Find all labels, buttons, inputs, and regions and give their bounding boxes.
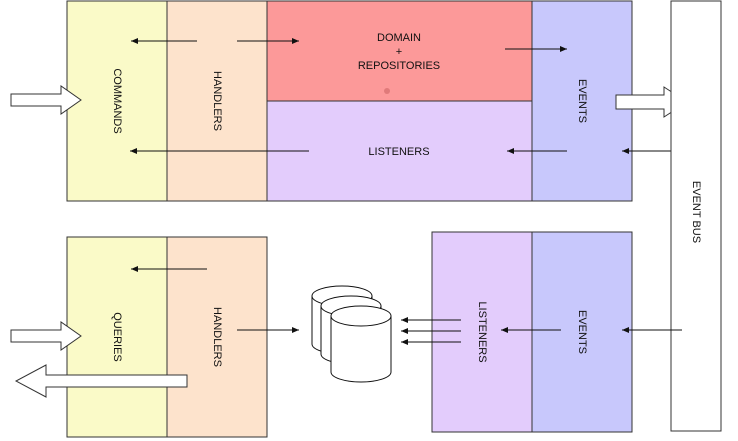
command-events-box <box>531 0 633 202</box>
query-handlers-label: HANDLERS <box>211 307 223 367</box>
repositories-label: REPOSITORIES <box>358 60 440 72</box>
command-input-arrow-icon <box>10 85 82 115</box>
database-cylinder-front <box>330 305 392 383</box>
query-events-box <box>531 231 633 433</box>
command-listeners-box <box>266 100 533 202</box>
query-handlers-box <box>166 236 268 438</box>
queries-label: QUERIES <box>111 312 123 362</box>
commands-label: COMMANDS <box>111 68 123 133</box>
commands-box <box>66 0 168 202</box>
domain-label: DOMAIN <box>377 32 421 44</box>
command-listeners-label: LISTENERS <box>368 146 429 158</box>
query-output-arrow-icon <box>14 364 188 398</box>
query-listeners-box <box>431 231 533 433</box>
queries-box <box>66 236 168 438</box>
query-input-arrow-icon <box>10 321 82 351</box>
domain-plus-label: + <box>396 46 402 58</box>
command-handlers-label: HANDLERS <box>211 71 223 131</box>
query-listeners-label: LISTENERS <box>476 301 488 362</box>
event-bus-box <box>670 0 722 432</box>
domain-dot <box>384 88 390 94</box>
domain-repositories-box <box>266 0 533 102</box>
command-handlers-box <box>166 0 268 202</box>
database-cylinders-icon <box>311 285 392 383</box>
query-events-label: EVENTS <box>576 310 588 354</box>
event-bus-label: EVENT BUS <box>690 181 702 243</box>
command-events-label: EVENTS <box>576 79 588 123</box>
